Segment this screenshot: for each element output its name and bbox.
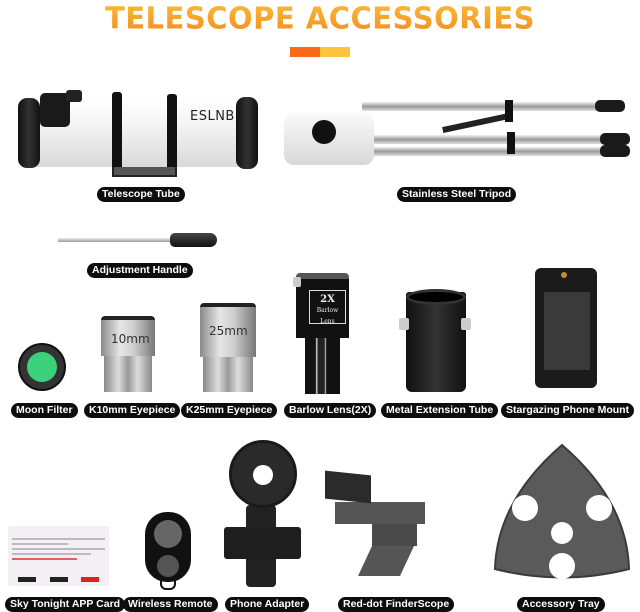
- tube-ring: [167, 94, 177, 174]
- tube-end-cap-right: [236, 97, 258, 169]
- camera-secondary-button: [157, 555, 179, 577]
- tripod-clamp: [507, 132, 515, 154]
- product-label: Wireless Remote: [123, 597, 218, 612]
- brand-logo: ESLNB: [190, 109, 235, 124]
- app-card-image: [8, 526, 109, 586]
- tripod-thread-hole: [561, 272, 567, 278]
- title-accent-bar: [290, 47, 350, 57]
- tripod-clamp: [505, 100, 513, 122]
- eyepiece-barrel: [200, 303, 256, 357]
- barlow-barrel: [305, 338, 340, 394]
- focuser-knob: [66, 90, 82, 102]
- product-label: Red-dot FinderScope: [338, 597, 455, 612]
- product-label: Stainless Steel Tripod: [397, 187, 517, 202]
- finder-bracket: [372, 524, 417, 546]
- product-label: Stargazing Phone Mount: [501, 403, 635, 418]
- product-label: Telescope Tube: [97, 187, 185, 202]
- product-label: K25mm Eyepiece: [181, 403, 278, 418]
- tripod-spreader: [442, 112, 510, 134]
- dovetail-base: [112, 167, 177, 177]
- extension-tube-body: [406, 292, 466, 392]
- tripod-foot: [595, 100, 625, 112]
- huawei-badge: [81, 577, 99, 582]
- eyepiece-sleeve: [203, 357, 253, 392]
- google-play-badge: [49, 577, 68, 582]
- accent-yellow: [320, 47, 350, 57]
- tripod-foot: [600, 133, 630, 145]
- app-card-note-line: [12, 558, 78, 560]
- product-label: Adjustment Handle: [87, 263, 193, 278]
- phone-mount-pad: [544, 292, 590, 370]
- tube-end-cap-left: [18, 98, 40, 168]
- barlow-body: [296, 273, 349, 338]
- accent-orange: [290, 47, 320, 57]
- tripod-leg: [362, 102, 600, 111]
- tripod-knob: [312, 120, 336, 144]
- filter-glass: [27, 352, 57, 382]
- app-card-text-line: [12, 553, 92, 555]
- page-title: TELESCOPE ACCESSORIES: [0, 0, 640, 37]
- app-card-heading: [12, 531, 105, 535]
- handle-rod: [58, 238, 173, 242]
- tripod-leg: [362, 147, 612, 156]
- product-label: Moon Filter: [11, 403, 78, 418]
- product-label: K10mm Eyepiece: [84, 403, 181, 418]
- adapter-hole: [253, 465, 273, 485]
- adapter-clamp: [224, 527, 301, 559]
- accessory-tray-image: [493, 443, 631, 579]
- app-card-text-line: [12, 548, 105, 550]
- eyepiece-sleeve: [104, 356, 152, 392]
- tripod-leg: [370, 135, 612, 144]
- finder-foot: [358, 546, 414, 576]
- lanyard-loop: [160, 580, 176, 590]
- extension-thumbscrew: [461, 318, 471, 330]
- app-store-badges: [18, 577, 99, 582]
- tube-ring: [112, 92, 122, 172]
- eyepiece-marking: 10mm: [111, 332, 150, 346]
- product-label: Accessory Tray: [517, 597, 605, 612]
- eyepiece-barrel: [101, 316, 155, 356]
- barlow-marking: 2X Barlow Lens: [309, 290, 346, 325]
- tripod-foot: [600, 145, 630, 157]
- product-label: Barlow Lens(2X): [284, 403, 377, 418]
- product-label: Sky Tonight APP Card: [5, 597, 126, 612]
- finder-window: [325, 470, 371, 504]
- finder-body: [335, 502, 425, 524]
- barlow-marking-name: Barlow Lens: [316, 307, 339, 325]
- focuser: [40, 93, 70, 127]
- barlow-marking-power: 2X: [320, 294, 335, 305]
- extension-tube-opening: [406, 289, 466, 305]
- handle-grip: [170, 233, 217, 247]
- barlow-thumbscrew: [293, 277, 301, 287]
- app-card-text-line: [12, 543, 68, 545]
- extension-thumbscrew: [399, 318, 409, 330]
- product-label: Metal Extension Tube: [381, 403, 499, 418]
- camera-shutter-button: [154, 520, 182, 548]
- eyepiece-marking: 25mm: [209, 324, 248, 338]
- app-card-text-line: [12, 538, 105, 540]
- product-label: Phone Adapter: [225, 597, 310, 612]
- app-store-badge: [18, 577, 36, 582]
